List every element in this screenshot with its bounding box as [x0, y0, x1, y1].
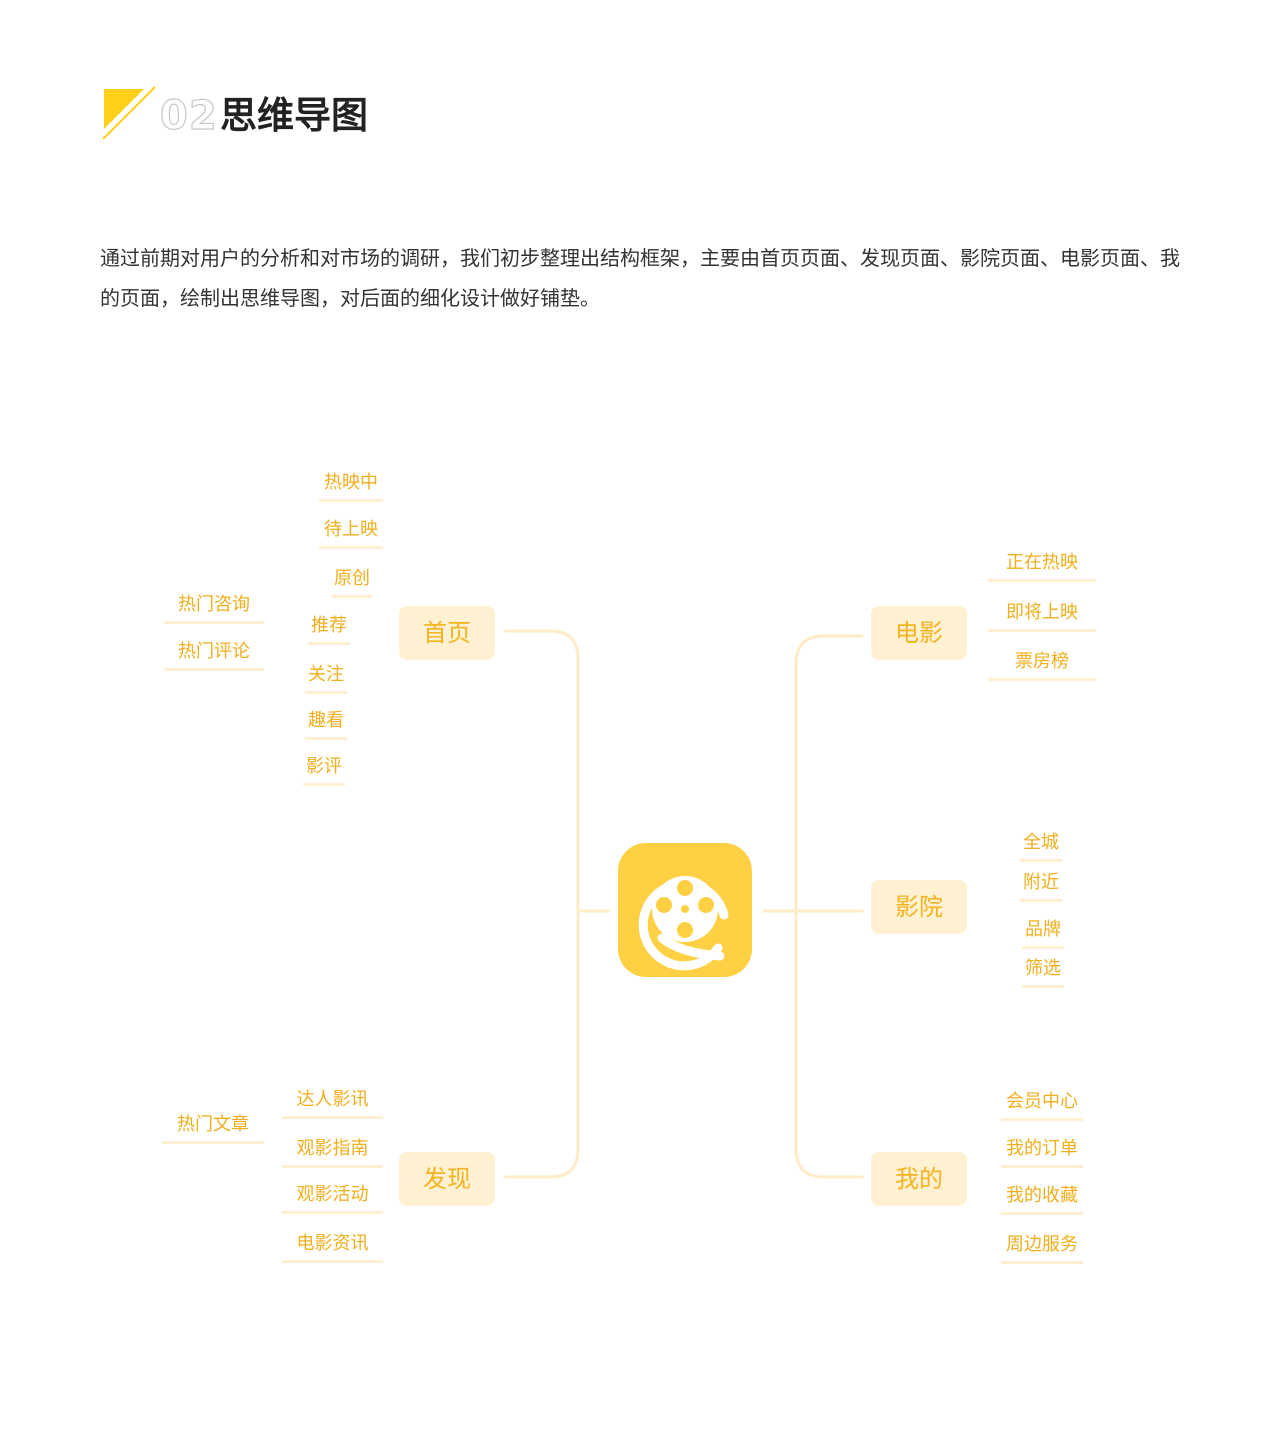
section-mark-icon — [102, 86, 156, 140]
movie-item: 即将上映 — [988, 598, 1096, 632]
home-item: 关注 — [305, 660, 347, 694]
discover-sub-item: 热门文章 — [162, 1110, 264, 1144]
home-sub-item: 热门咨询 — [164, 590, 264, 624]
discover-item: 达人影讯 — [282, 1085, 383, 1119]
cinema-item: 筛选 — [1022, 954, 1064, 988]
mine-item: 我的订单 — [1001, 1134, 1083, 1168]
node-movie: 电影 — [871, 606, 967, 660]
home-item: 趣看 — [305, 706, 347, 740]
home-item: 待上映 — [319, 515, 383, 549]
discover-item: 观影活动 — [282, 1180, 383, 1214]
movie-item: 正在热映 — [988, 548, 1096, 582]
page-title: 思维导图 — [220, 94, 368, 137]
node-discover: 发现 — [399, 1152, 495, 1206]
mine-item: 我的收藏 — [1001, 1181, 1083, 1215]
home-item: 影评 — [303, 752, 345, 786]
movie-item: 票房榜 — [988, 647, 1096, 681]
film-reel-icon — [618, 843, 752, 977]
mine-item: 周边服务 — [1001, 1230, 1083, 1264]
section-number: 02 — [159, 93, 218, 139]
cinema-item: 品牌 — [1022, 915, 1064, 949]
discover-item: 观影指南 — [282, 1134, 383, 1168]
mine-item: 会员中心 — [1001, 1087, 1083, 1121]
discover-item: 电影资讯 — [282, 1229, 383, 1263]
cinema-item: 全城 — [1020, 828, 1062, 862]
home-item: 推荐 — [308, 611, 350, 645]
home-sub-item: 热门评论 — [164, 637, 264, 671]
cinema-item: 附近 — [1020, 868, 1062, 902]
node-home: 首页 — [399, 606, 495, 660]
node-cinema: 影院 — [871, 880, 967, 934]
home-item: 热映中 — [319, 468, 383, 502]
home-item: 原创 — [332, 564, 372, 598]
node-mine: 我的 — [871, 1152, 967, 1206]
intro-paragraph: 通过前期对用户的分析和对市场的调研，我们初步整理出结构框架，主要由首页页面、发现… — [100, 246, 1180, 310]
